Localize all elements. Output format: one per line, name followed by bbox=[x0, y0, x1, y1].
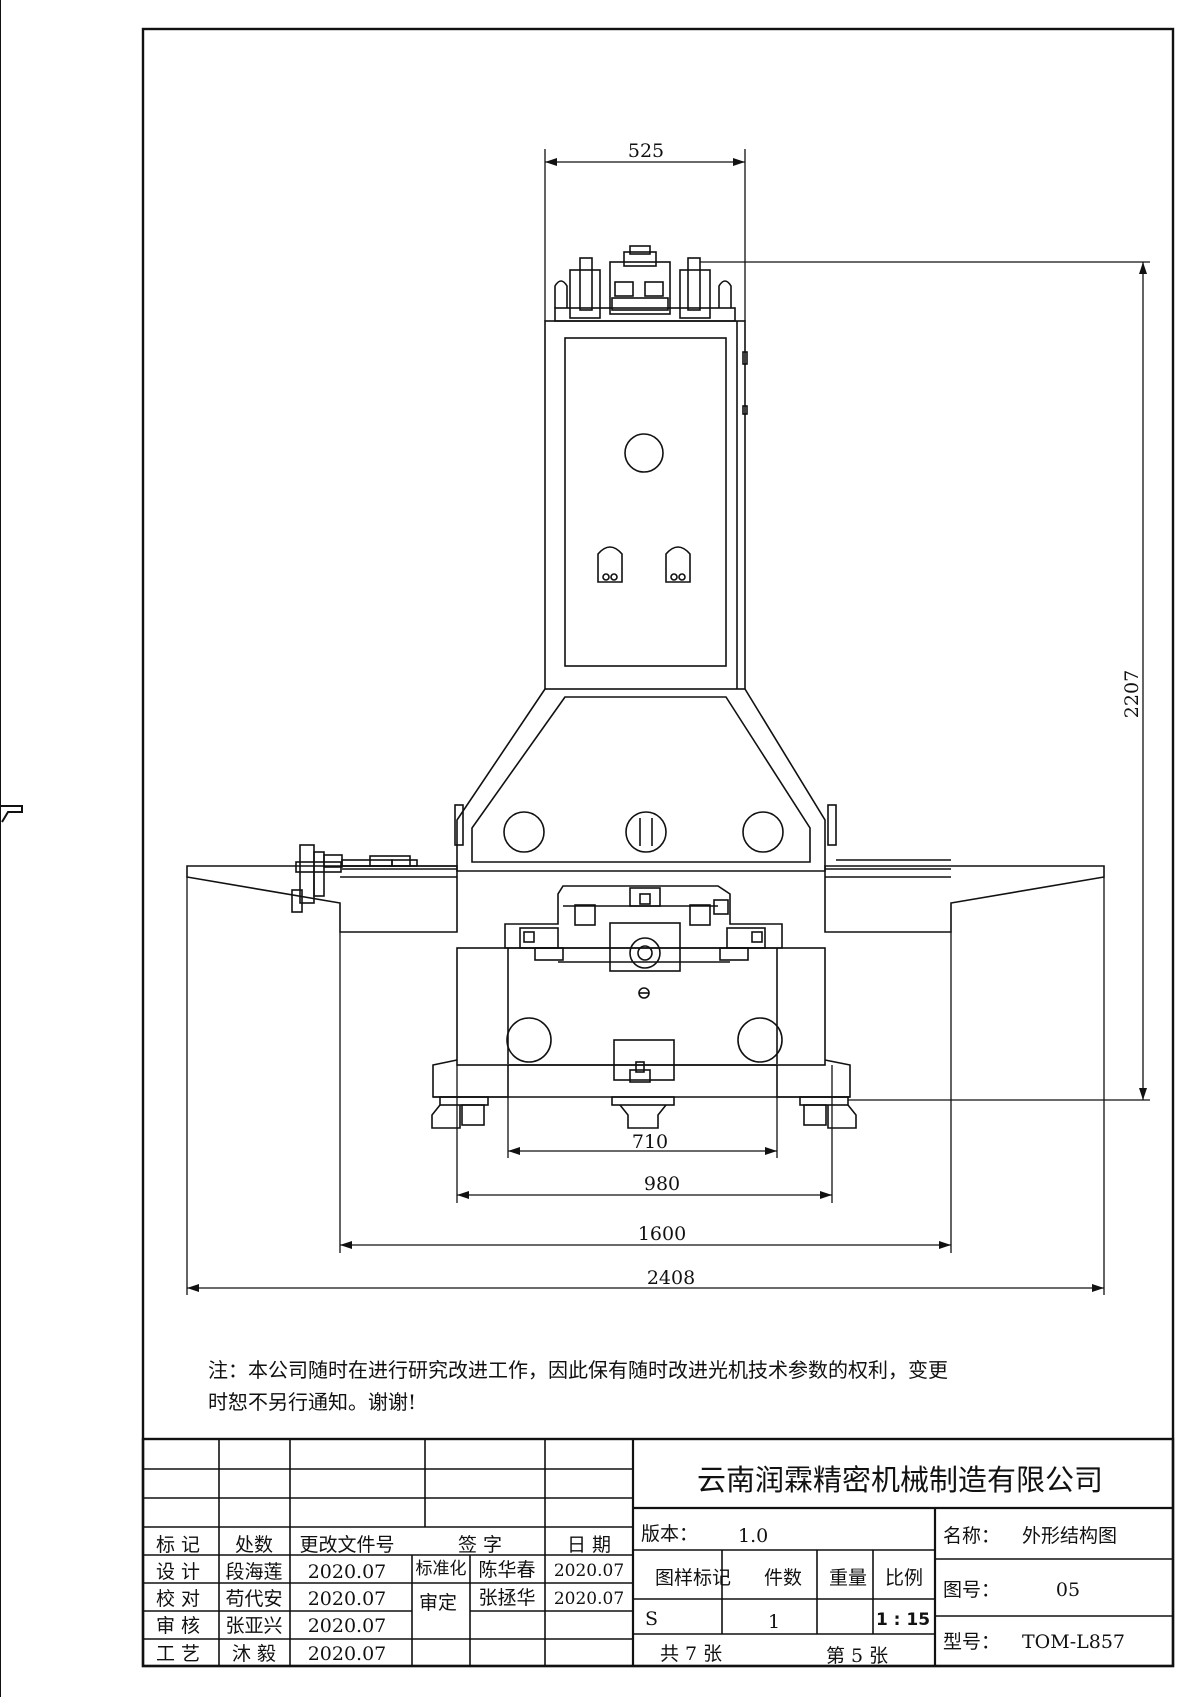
a-frame-outer bbox=[456, 688, 826, 872]
note-line-2: 时恕不另行通知。谢谢! bbox=[208, 1390, 417, 1414]
left-wing-table bbox=[186, 865, 458, 933]
name-design: 段海莲 bbox=[225, 1561, 282, 1583]
header-signature: 签 字 bbox=[458, 1534, 502, 1556]
role-approval: 审定 bbox=[419, 1592, 457, 1614]
date-review: 2020.07 bbox=[308, 1615, 387, 1637]
date-approval: 2020.07 bbox=[554, 1589, 624, 1609]
header-change-doc: 更改文件号 bbox=[299, 1534, 394, 1556]
version-value: 1.0 bbox=[738, 1525, 768, 1547]
column-body bbox=[544, 320, 746, 690]
disclaimer-note: 注：本公司随时在进行研究改进工作，因此保有随时改进光机技术参数的权利，变更 时恕… bbox=[208, 1354, 1108, 1418]
header-date: 日 期 bbox=[567, 1534, 611, 1556]
drawing-mark-value: S bbox=[645, 1608, 658, 1630]
dim-980: 980 bbox=[644, 1173, 680, 1195]
name-process: 沐 毅 bbox=[232, 1643, 276, 1665]
role-check: 校 对 bbox=[156, 1588, 200, 1610]
date-standardization: 2020.07 bbox=[554, 1561, 624, 1581]
dim-top-width: 525 bbox=[628, 140, 664, 162]
model-label: 型号： bbox=[943, 1631, 1000, 1653]
name-value: 外形结构图 bbox=[1022, 1525, 1117, 1547]
name-approval: 张拯华 bbox=[478, 1587, 535, 1609]
scale-value: 1 : 15 bbox=[876, 1610, 930, 1630]
header-count: 处数 bbox=[235, 1534, 273, 1556]
note-line-1: 注：本公司随时在进行研究改进工作，因此保有随时改进光机技术参数的权利，变更 bbox=[208, 1358, 948, 1382]
quantity-value: 1 bbox=[768, 1611, 780, 1633]
date-check: 2020.07 bbox=[308, 1588, 387, 1610]
base-body bbox=[456, 947, 826, 1066]
model-value: TOM-L857 bbox=[1022, 1631, 1125, 1653]
version-label: 版本： bbox=[641, 1523, 698, 1545]
total-sheets: 共 7 张 bbox=[660, 1643, 722, 1665]
role-process: 工 艺 bbox=[156, 1643, 200, 1665]
dim-710: 710 bbox=[632, 1131, 668, 1153]
dim-2408: 2408 bbox=[647, 1267, 695, 1289]
name-review: 张亚兴 bbox=[225, 1615, 282, 1637]
role-design: 设 计 bbox=[156, 1561, 200, 1583]
company-name: 云南润霖精密机械制造有限公司 bbox=[697, 1463, 1103, 1497]
drawing-no-value: 05 bbox=[1056, 1579, 1080, 1601]
drawing-no-label: 图号： bbox=[943, 1579, 1000, 1601]
name-check: 苟代安 bbox=[225, 1588, 282, 1610]
dim-1600: 1600 bbox=[638, 1223, 686, 1245]
col-weight: 重量 bbox=[829, 1567, 867, 1589]
name-standardization: 陈华春 bbox=[478, 1559, 535, 1581]
role-standardization: 标准化 bbox=[416, 1559, 467, 1579]
saddle bbox=[504, 885, 783, 949]
sheet-number: 第 5 张 bbox=[826, 1645, 888, 1667]
dim-height: 2207 bbox=[1121, 670, 1143, 718]
role-review: 审 核 bbox=[156, 1615, 200, 1637]
col-drawing-mark: 图样标记 bbox=[655, 1567, 731, 1589]
col-scale: 比例 bbox=[885, 1567, 923, 1589]
date-process: 2020.07 bbox=[308, 1643, 387, 1665]
title-block bbox=[141, 1437, 1175, 1668]
right-wing-table bbox=[824, 865, 1105, 933]
date-design: 2020.07 bbox=[308, 1561, 387, 1583]
name-label: 名称： bbox=[943, 1525, 1000, 1547]
col-quantity: 件数 bbox=[764, 1567, 802, 1589]
header-mark: 标 记 bbox=[156, 1534, 200, 1556]
